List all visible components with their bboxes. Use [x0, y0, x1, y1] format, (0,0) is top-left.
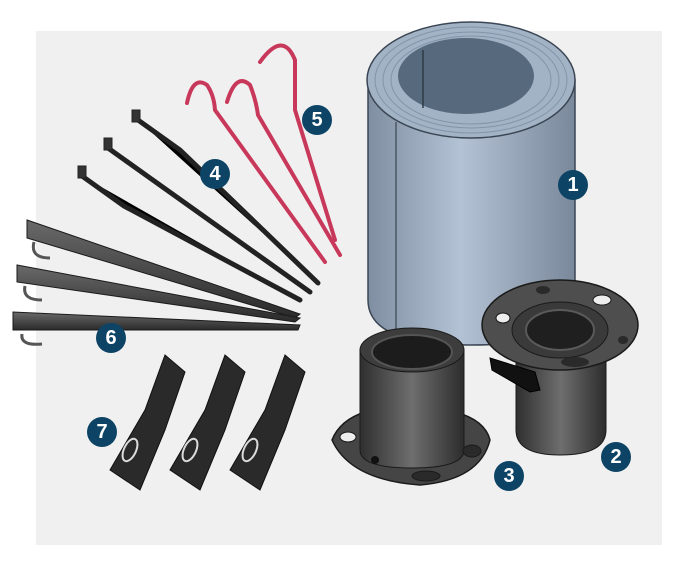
black-stakes-part [77, 109, 321, 303]
red-wire-stakes-part [185, 43, 342, 264]
cord-winders-part [109, 354, 306, 491]
mount-base-part [331, 327, 491, 486]
callout-badge-7: 7 [87, 417, 117, 447]
callout-badge-6: 6 [96, 323, 126, 353]
callout-badge-1: 1 [558, 170, 588, 200]
callout-badge-4: 4 [200, 159, 230, 189]
callout-badge-2: 2 [601, 442, 631, 472]
roll-part [366, 21, 576, 346]
callout-badge-5: 5 [302, 105, 332, 135]
long-stakes-part [12, 219, 302, 346]
mount-with-wing-screw-part [481, 279, 639, 456]
callout-badge-3: 3 [494, 461, 524, 491]
